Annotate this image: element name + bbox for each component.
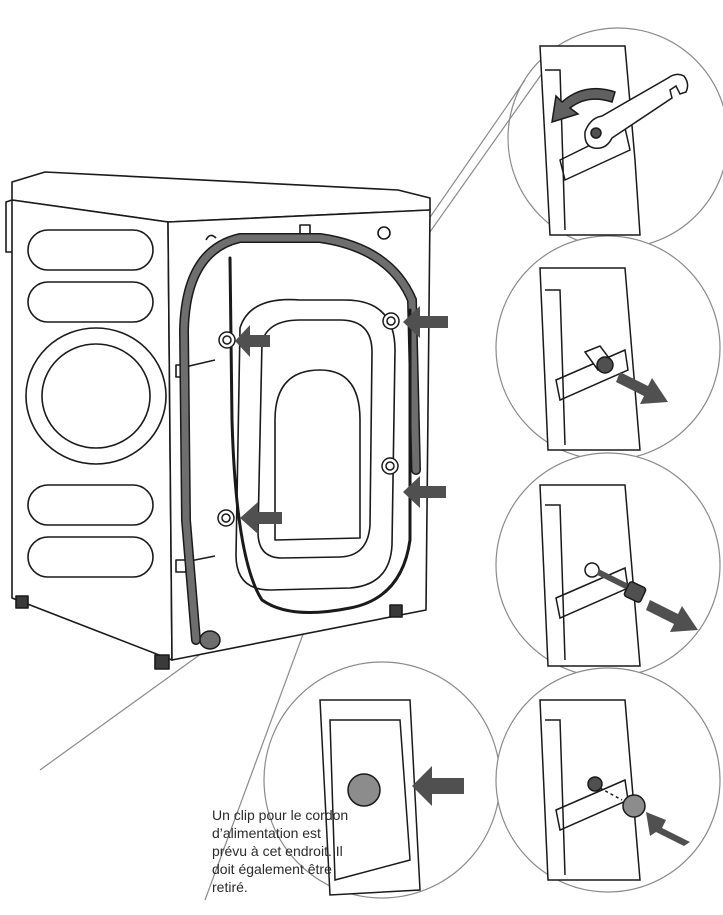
- bolt-icon: [583, 345, 614, 374]
- transport-bolts: [217, 312, 400, 527]
- bubble-2-detail: [539, 267, 668, 451]
- arrow-icon: [412, 766, 464, 806]
- arrow-icon: [646, 812, 690, 846]
- wrench-icon: [584, 73, 689, 150]
- arrow-icon: [240, 502, 282, 534]
- foot: [15, 595, 29, 609]
- arrow-icon: [616, 372, 668, 404]
- bubble-3-detail: [539, 484, 698, 667]
- bubble-5-detail: [539, 699, 690, 881]
- arrow-icon: [403, 476, 446, 508]
- bubble-1-detail: [539, 45, 689, 236]
- cover-cap-icon: [347, 773, 381, 807]
- arrow-icon: [235, 325, 270, 357]
- arrow-icon: [403, 306, 448, 338]
- side-vents: [25, 229, 167, 578]
- drain-hose: [178, 233, 421, 650]
- bolt-arrows: [235, 306, 448, 534]
- foot: [389, 604, 403, 618]
- washing-machine: [5, 171, 431, 670]
- power-cord-clip-note: Un clip pour le cordon d’alimentation es…: [212, 807, 349, 895]
- cover-cap-icon: [622, 794, 646, 818]
- foot: [154, 654, 170, 670]
- bolt-icon: [596, 569, 647, 603]
- rotate-arrow-icon: [551, 87, 616, 124]
- bubble-4-detail: [319, 699, 464, 896]
- arrow-icon: [646, 600, 698, 632]
